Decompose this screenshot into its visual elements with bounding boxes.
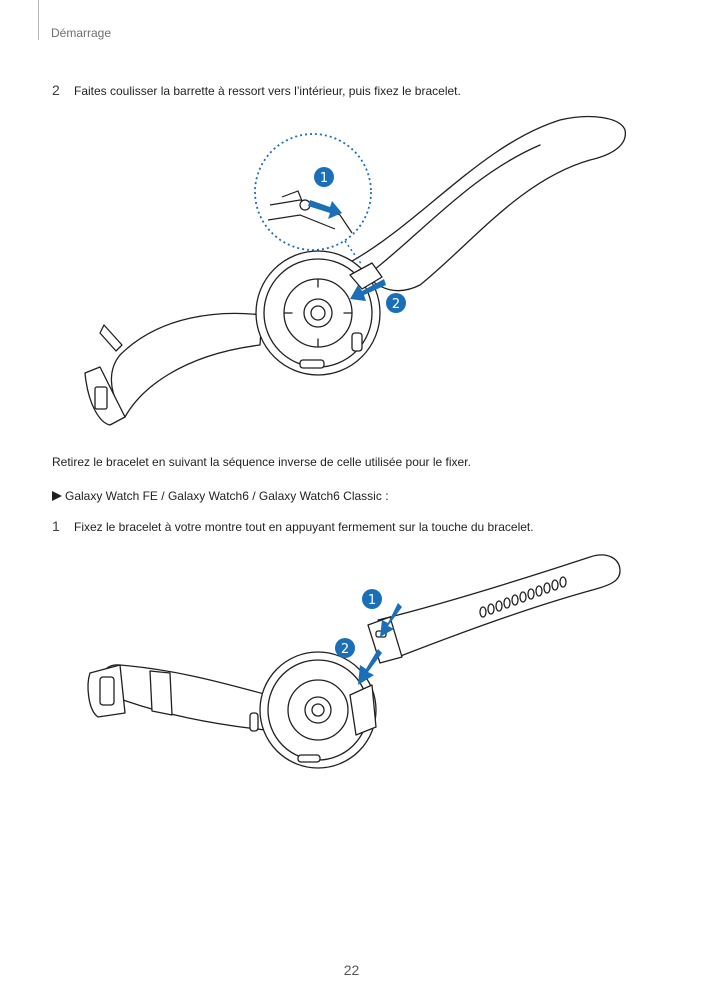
quick-release-illustration: 1 2 <box>87 554 621 769</box>
callout-2 <box>386 293 406 313</box>
step-2: 2 Faites coulisser la barrette à ressort … <box>52 82 461 99</box>
step-1: 1 Fixez le bracelet à votre montre tout e… <box>52 518 534 535</box>
model-name: Galaxy Watch FE <box>65 489 158 503</box>
callout-2 <box>335 638 355 658</box>
model-separator: / <box>161 489 165 503</box>
page-number: 22 <box>343 962 360 978</box>
model-separator: / <box>252 489 256 503</box>
step-number: 2 <box>52 82 60 98</box>
triangle-bullet-icon <box>52 491 62 501</box>
svg-text:1: 1 <box>368 593 376 608</box>
section-title: Démarrage <box>51 26 112 40</box>
step-text: Faites coulisser la barrette à ressort v… <box>74 84 461 98</box>
svg-text:1: 1 <box>320 171 328 186</box>
svg-text:2: 2 <box>392 297 400 312</box>
callout-1 <box>314 167 334 187</box>
svg-text:2: 2 <box>341 642 349 657</box>
callout-1 <box>362 589 382 609</box>
header-rule <box>38 0 39 40</box>
strap-attach-illustration: 1 2 <box>84 115 626 426</box>
step-number: 1 <box>52 518 60 534</box>
step-text: Fixez le bracelet à votre montre tout en… <box>74 520 534 534</box>
removal-note: Retirez le bracelet en suivant la séquen… <box>52 455 471 469</box>
model-list: Galaxy Watch FE / Galaxy Watch6 / Galaxy… <box>52 488 389 504</box>
model-name: Galaxy Watch6 <box>167 489 249 503</box>
model-name: Galaxy Watch6 Classic <box>258 489 382 503</box>
model-suffix: : <box>385 489 389 503</box>
